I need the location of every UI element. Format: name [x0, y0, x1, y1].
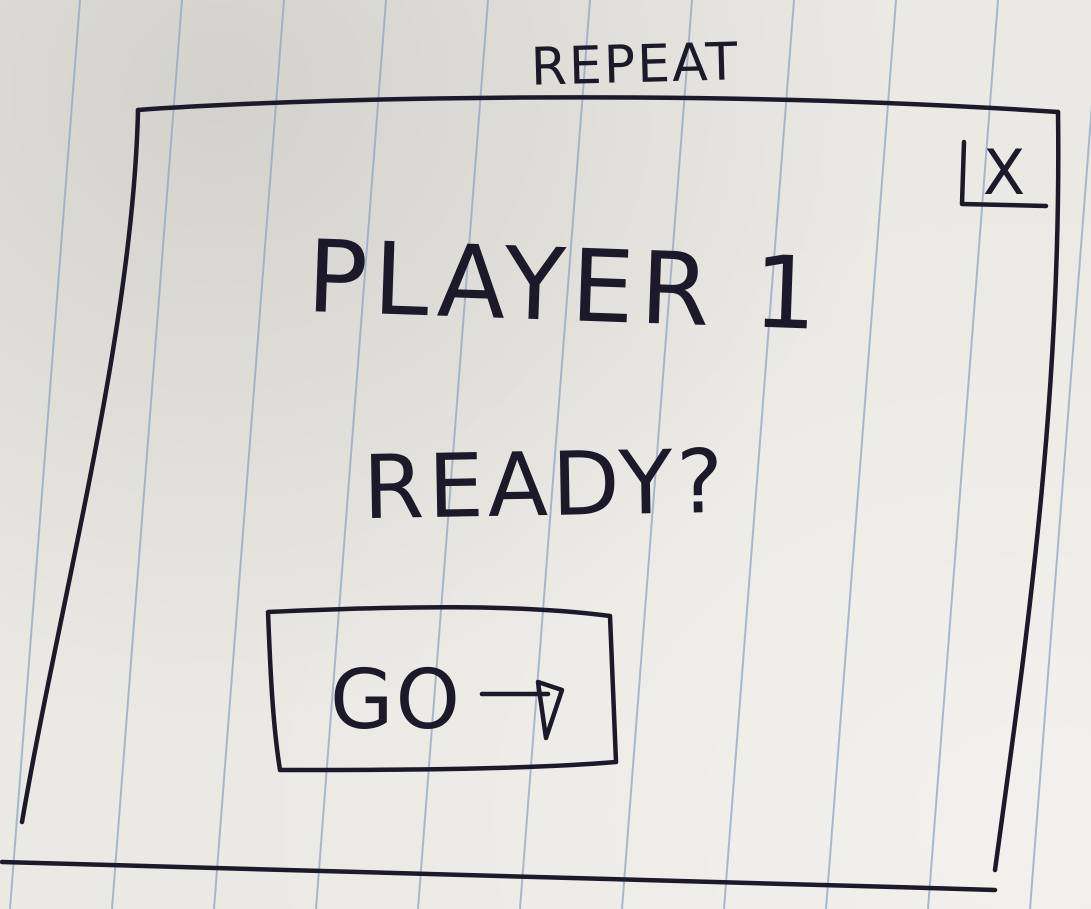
app-title: REPEAT: [530, 32, 740, 97]
go-button-label: GO: [330, 653, 462, 748]
go-button-frame: [265, 604, 619, 773]
ready-prompt: READY?: [362, 430, 728, 539]
player-label: PLAYER 1: [305, 218, 825, 353]
close-icon: X: [983, 136, 1025, 209]
dialog-frame: [0, 95, 1061, 893]
close-button[interactable]: X: [959, 136, 1049, 209]
close-box: [959, 139, 1049, 209]
arrow-right-icon: [479, 679, 565, 741]
go-button[interactable]: GO: [265, 604, 619, 773]
